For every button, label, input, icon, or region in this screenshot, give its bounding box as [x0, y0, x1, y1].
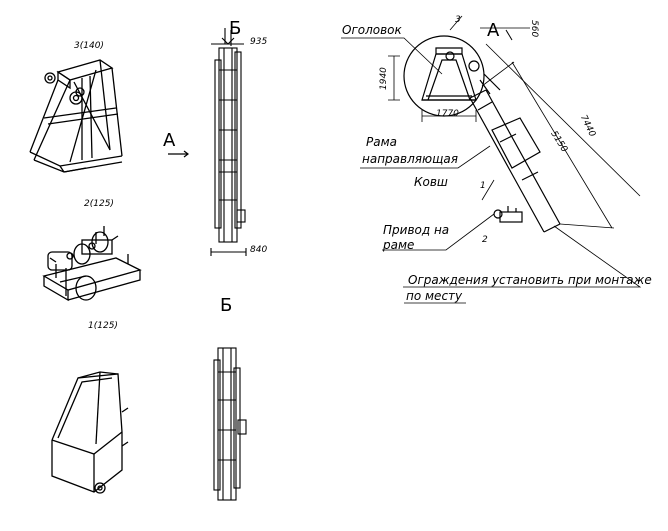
drive-label: 2(125): [84, 199, 114, 209]
dim-head-height: 1940: [379, 67, 389, 90]
view-a-arrow-right: [505, 29, 513, 41]
view-b-letter-bottom: Б: [220, 295, 233, 316]
callout-frame-line1: Рама: [366, 135, 397, 149]
callout-bucket-number: 1: [480, 181, 486, 191]
headframe-label: 3(140): [74, 41, 104, 51]
callout-drive-line2: раме: [383, 238, 415, 252]
callout-head: Оголовок: [342, 23, 402, 37]
bucket-isometric-view: [51, 371, 129, 494]
view-a-letter: А: [163, 130, 176, 151]
note-line1: Ограждения установить при монтаже: [408, 273, 652, 287]
dim-side-width-top: 935: [250, 37, 268, 47]
dim-side-width-bottom: 840: [250, 245, 268, 255]
callout-frame-line2: направляющая: [362, 152, 458, 166]
dim-head-offset: 560: [529, 20, 539, 38]
assembly-a-letter: А: [487, 20, 500, 41]
callout-drive-line1: Привод на: [383, 223, 450, 237]
note-line2: по месту: [406, 289, 463, 303]
callout-bucket: Ковш: [414, 175, 448, 189]
view-b-letter-top: Б: [229, 18, 242, 39]
bucket-label: 1(125): [88, 321, 118, 331]
view-a-arrow: [168, 150, 189, 158]
dim-head-width: 1770: [436, 109, 459, 119]
side-view-bottom: [213, 347, 247, 501]
callout-head-number: 3: [455, 15, 461, 25]
side-view-top: [210, 28, 247, 256]
assembly-view: [341, 15, 642, 304]
drive-isometric-view: [42, 226, 142, 302]
callout-drive-number: 2: [482, 235, 488, 245]
headframe-isometric-view: [29, 59, 123, 173]
